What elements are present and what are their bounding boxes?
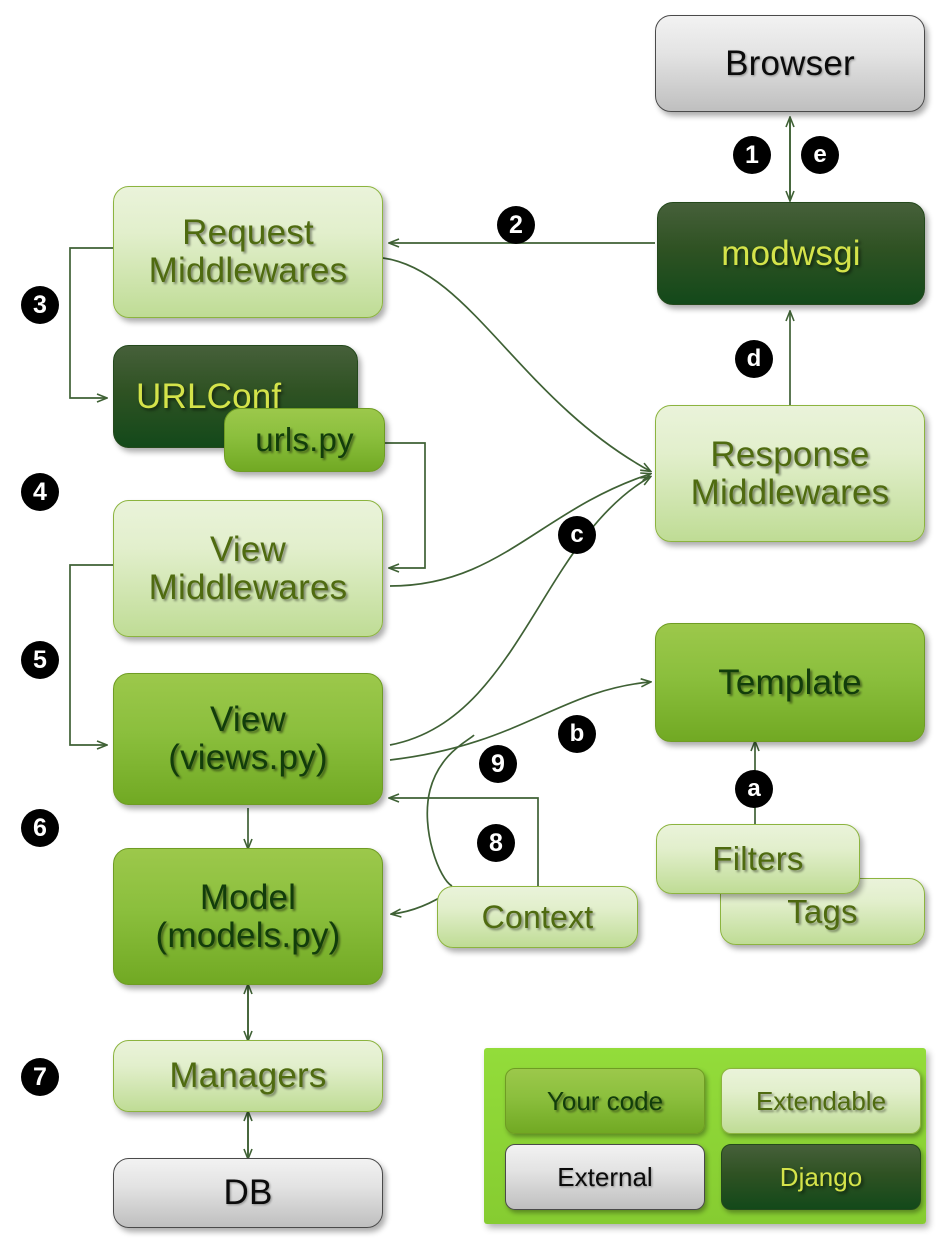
badge-step-6: 6 [21,809,59,847]
badge-step-2: 2 [497,206,535,244]
node-modwsgi[interactable]: modwsgi [657,202,925,305]
badge-step-4: 4 [21,473,59,511]
node-view-middlewares[interactable]: View Middlewares [113,500,383,637]
badge-step-b: b [558,715,596,753]
wire-4 [385,442,426,568]
node-managers[interactable]: Managers [113,1040,383,1112]
badge-step-8: 8 [477,824,515,862]
badge-step-1: 1 [733,136,771,174]
node-view[interactable]: View (views.py) [113,673,383,805]
node-context[interactable]: Context [437,886,638,948]
wire-9-curve [426,734,475,887]
node-browser[interactable]: Browser [655,15,925,112]
wire-5 [69,564,113,745]
badge-step-3: 3 [21,286,59,324]
wire-b [389,682,650,761]
node-response-middlewares[interactable]: Response Middlewares [655,405,925,542]
badge-step-a: a [735,770,773,808]
badge-step-9: 9 [479,745,517,783]
legend-chip-django[interactable]: Django [721,1144,921,1210]
legend-chip-your-code[interactable]: Your code [505,1068,705,1134]
node-db[interactable]: DB [113,1158,383,1228]
badge-step-5: 5 [21,641,59,679]
node-urlspy[interactable]: urls.py [224,408,385,472]
legend-panel: Your code Extendable External Django [484,1048,926,1224]
wire-8 [390,798,539,886]
node-template[interactable]: Template [655,623,925,742]
wire-c-top [382,257,650,471]
node-request-middlewares[interactable]: Request Middlewares [113,186,383,318]
wire-c-low [389,477,650,746]
node-model[interactable]: Model (models.py) [113,848,383,985]
badge-step-c: c [558,516,596,554]
legend-chip-external[interactable]: External [505,1144,705,1210]
badge-step-7: 7 [21,1058,59,1096]
badge-step-e: e [801,136,839,174]
legend-chip-extendable[interactable]: Extendable [721,1068,921,1134]
node-filters[interactable]: Filters [656,824,860,894]
wire-c-mid [389,474,650,587]
badge-step-d: d [735,340,773,378]
wire-3 [69,247,113,398]
